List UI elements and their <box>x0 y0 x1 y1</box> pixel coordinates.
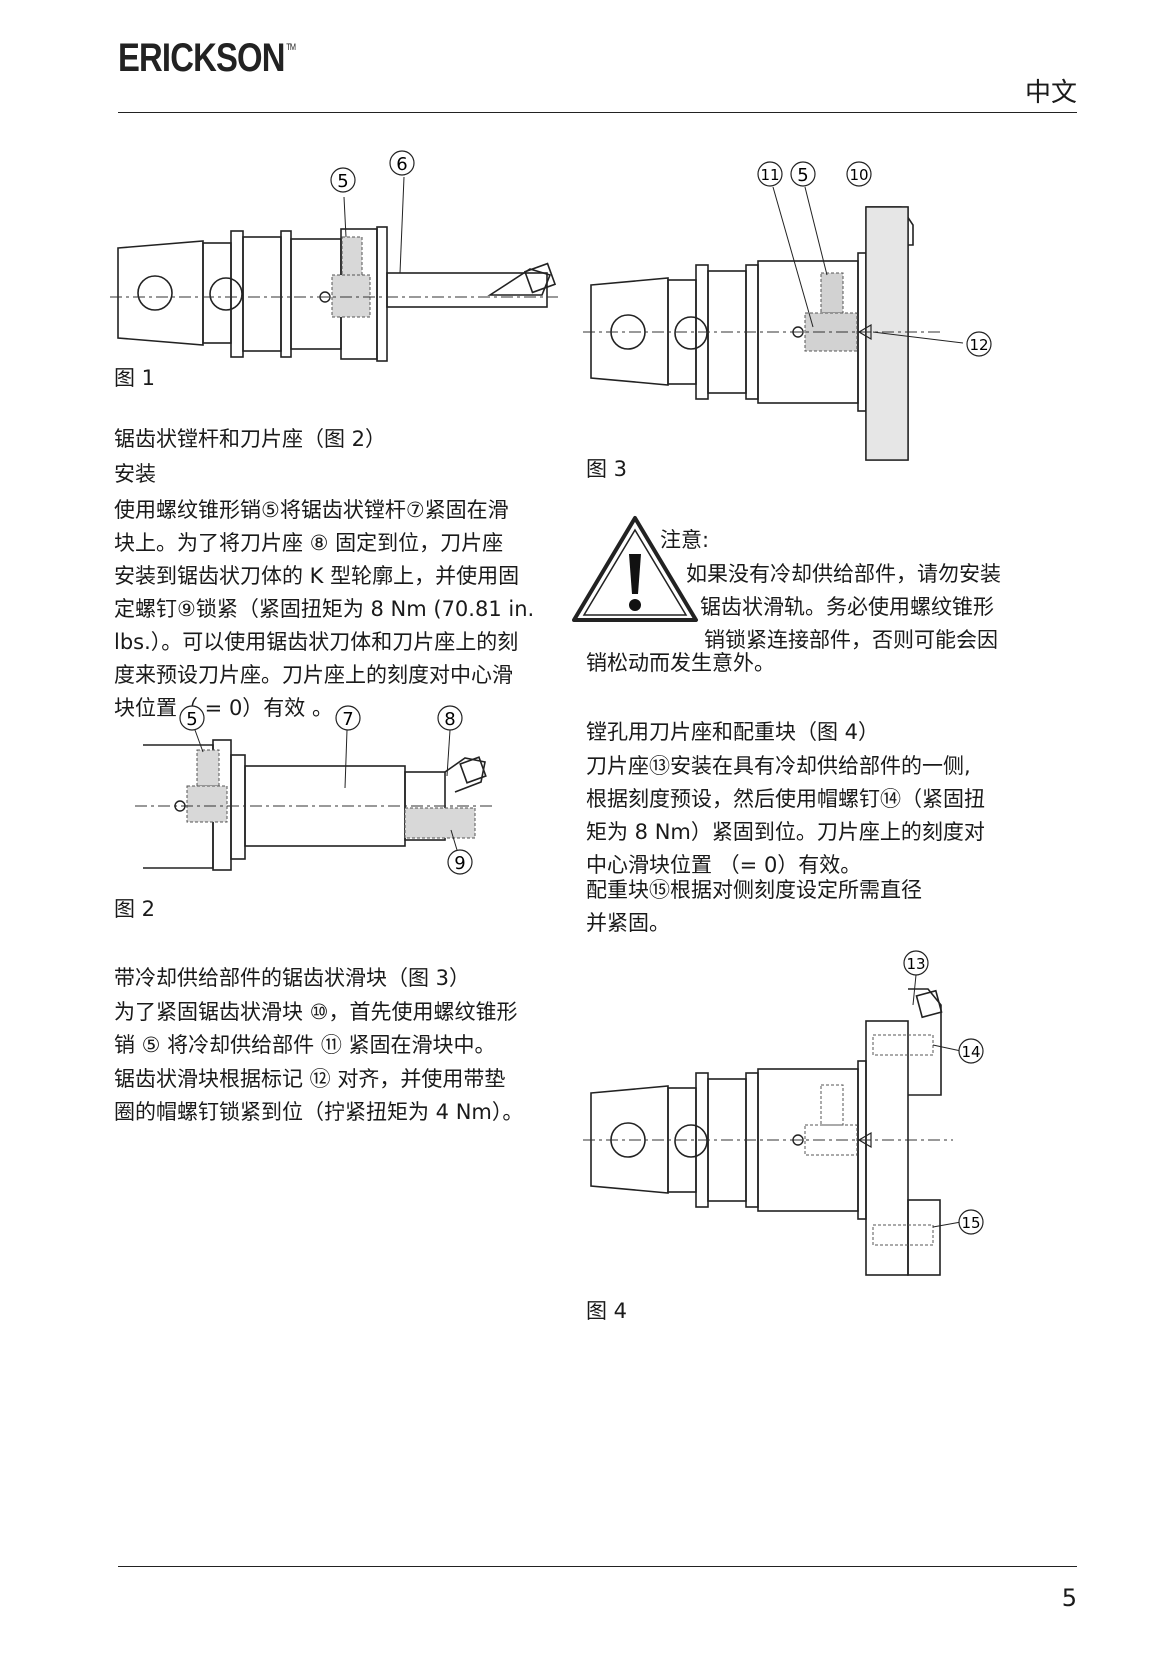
section-slide-heading: 带冷却供给部件的锯齿状滑块（图 3） <box>114 966 471 990</box>
fig1-callout-5: 5 <box>337 171 348 192</box>
fig2-callout-7: 7 <box>342 709 353 730</box>
fig3-callout-11: 11 <box>760 166 779 184</box>
fig4-callout-15: 15 <box>961 1214 980 1232</box>
figure-4-caption: 图 4 <box>586 1299 628 1323</box>
warning-icon <box>572 516 698 622</box>
figure-1-drawing: 5 6 <box>110 150 558 362</box>
section-insert-holder-heading: 镗孔用刀片座和配重块（图 4） <box>586 720 880 744</box>
warning-title: 注意: <box>660 528 710 552</box>
figure-2-drawing: 5 7 8 9 <box>135 705 493 875</box>
figure-3-caption: 图 3 <box>586 457 628 481</box>
section-slide-body-2: 锯齿状滑块根据标记 ⑫ 对齐，并使用带垫 圈的帽螺钉锁紧到位（拧紧扭矩为 4 N… <box>114 1067 524 1124</box>
fig3-callout-10: 10 <box>849 166 868 184</box>
page-number: 5 <box>1061 1584 1077 1612</box>
section-insert-holder-body-2: 配重块⑮根据对侧刻度设定所需直径 并紧固。 <box>586 878 922 935</box>
warning-body-indented: 如果没有冷却供给部件，请勿安装 锯齿状滑轨。务必使用螺纹锥形 销锁紧连接部件，否… <box>686 562 1001 652</box>
fig4-callout-14: 14 <box>961 1043 980 1061</box>
section-serrated-bar-heading: 锯齿状镗杆和刀片座（图 2） <box>114 427 387 451</box>
section-install-subheading: 安装 <box>114 462 156 486</box>
fig2-callout-8: 8 <box>444 709 455 730</box>
fig3-callout-5: 5 <box>797 165 808 186</box>
section-serrated-bar-body: 使用螺纹锥形销⑤将锯齿状镗杆⑦紧固在滑 块上。为了将刀片座 ⑧ 固定到位，刀片座… <box>114 498 535 720</box>
language-label: 中文 <box>1024 78 1077 108</box>
figure-2-caption: 图 2 <box>114 897 156 921</box>
fig4-callout-13: 13 <box>906 955 925 973</box>
section-slide-body-1: 为了紧固锯齿状滑块 ⑩，首先使用螺纹锥形 销 ⑤ 将冷却供给部件 ⑪ 紧固在滑块… <box>114 1000 518 1057</box>
section-insert-holder-body-1: 刀片座⑬安装在具有冷却供给部件的一侧, 根据刻度预设，然后使用帽螺钉⑭（紧固扭 … <box>586 754 985 877</box>
warning-body-last: 销松动而发生意外。 <box>586 651 775 675</box>
fig2-callout-5: 5 <box>186 709 197 730</box>
figure-4-drawing: 13 14 15 <box>583 950 984 1276</box>
fig2-callout-9: 9 <box>454 853 465 874</box>
footer-rule <box>118 1566 1077 1567</box>
header-rule <box>118 112 1077 113</box>
fig1-callout-6: 6 <box>396 154 407 175</box>
figure-3-drawing: 11 5 10 12 <box>583 161 992 461</box>
fig3-callout-12: 12 <box>969 336 988 354</box>
figure-1-caption: 图 1 <box>114 366 156 390</box>
